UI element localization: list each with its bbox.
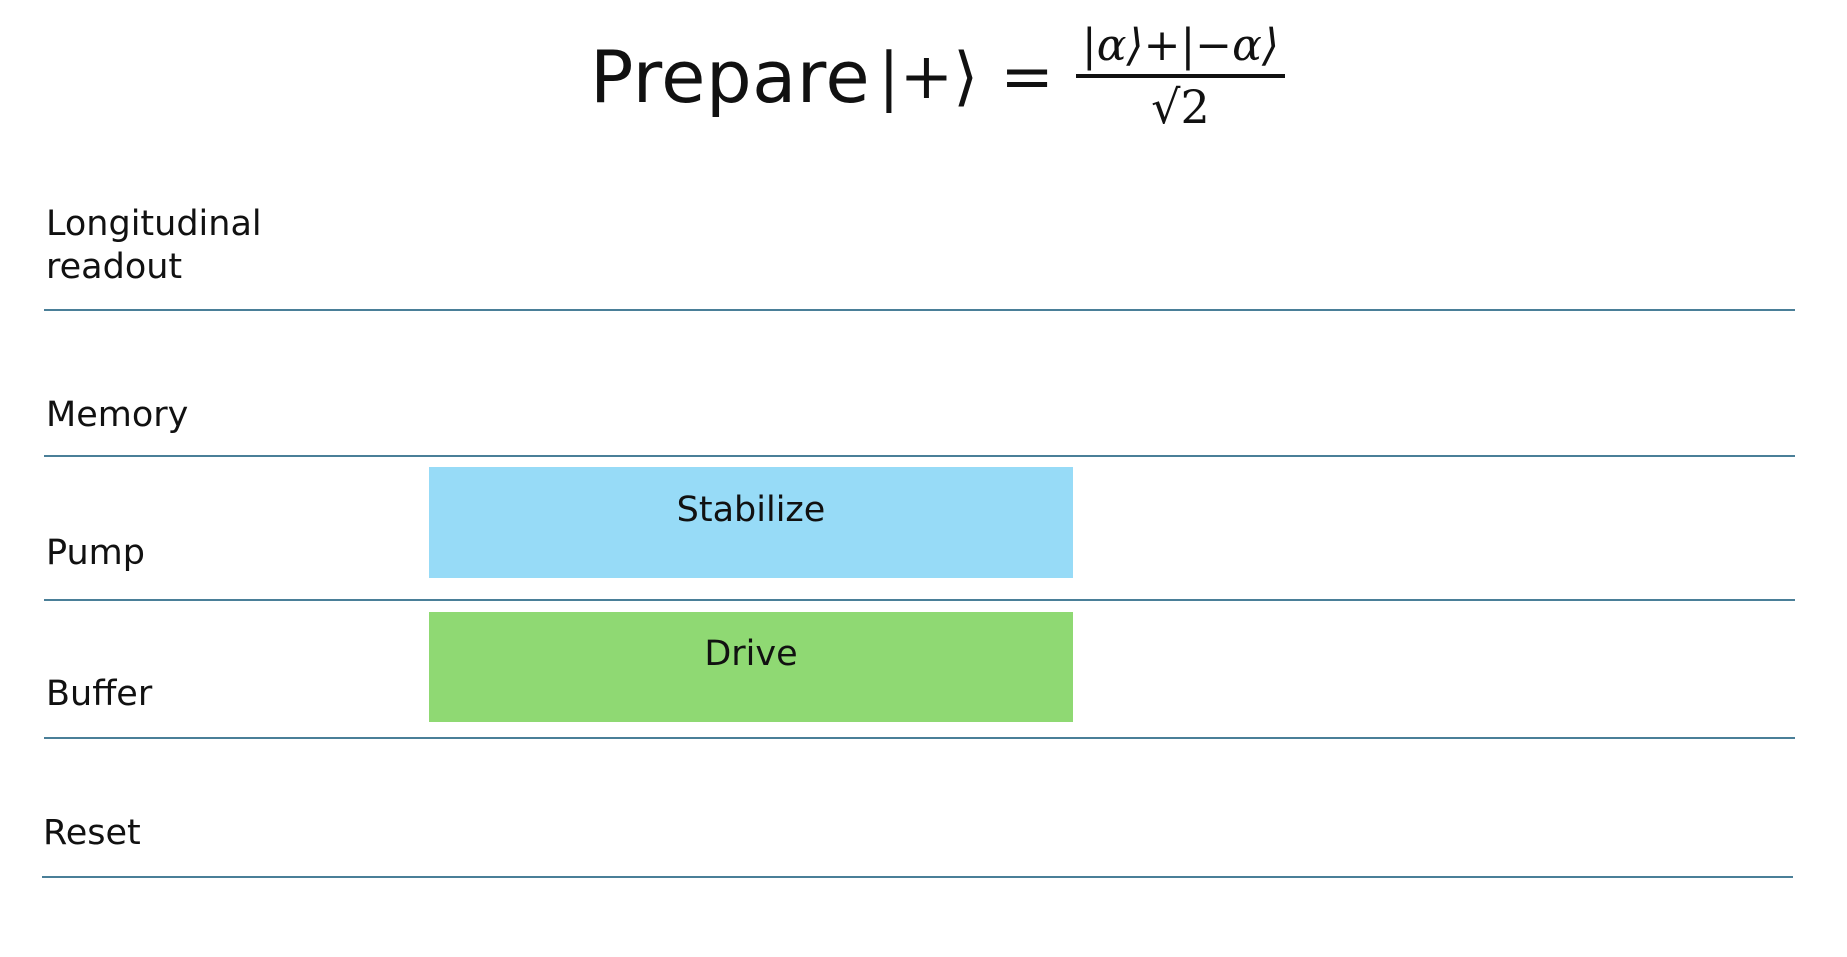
title-word: Prepare: [590, 35, 871, 119]
channel-line-longitudinal-readout: [44, 309, 1795, 311]
channel-label-pump: Pump: [46, 533, 145, 573]
fraction-bar: [1075, 73, 1286, 78]
diagram-title: Prepare |+⟩ = |α⟩+|−α⟩ √2: [590, 12, 1286, 142]
pulse-stabilize: Stabilize: [429, 467, 1073, 578]
pulse-drive: Drive: [429, 612, 1073, 722]
title-equals: =: [1000, 40, 1054, 114]
channel-line-reset: [42, 876, 1793, 878]
channel-line-buffer: [44, 737, 1795, 739]
fraction-denominator: √2: [1151, 79, 1210, 134]
channel-line-pump: [44, 599, 1795, 601]
channel-label-memory: Memory: [46, 395, 189, 435]
channel-line-memory: [44, 455, 1795, 457]
pulse-stabilize-label: Stabilize: [676, 489, 826, 530]
channel-label-longitudinal-readout: Longitudinal readout: [46, 204, 262, 287]
channel-label-reset: Reset: [43, 813, 141, 853]
pulse-drive-label: Drive: [704, 634, 798, 674]
channel-label-buffer: Buffer: [46, 674, 153, 714]
fraction-numerator: |α⟩+|−α⟩: [1081, 19, 1280, 71]
title-fraction: |α⟩+|−α⟩ √2: [1075, 19, 1286, 134]
title-ket: |+⟩: [878, 40, 979, 114]
